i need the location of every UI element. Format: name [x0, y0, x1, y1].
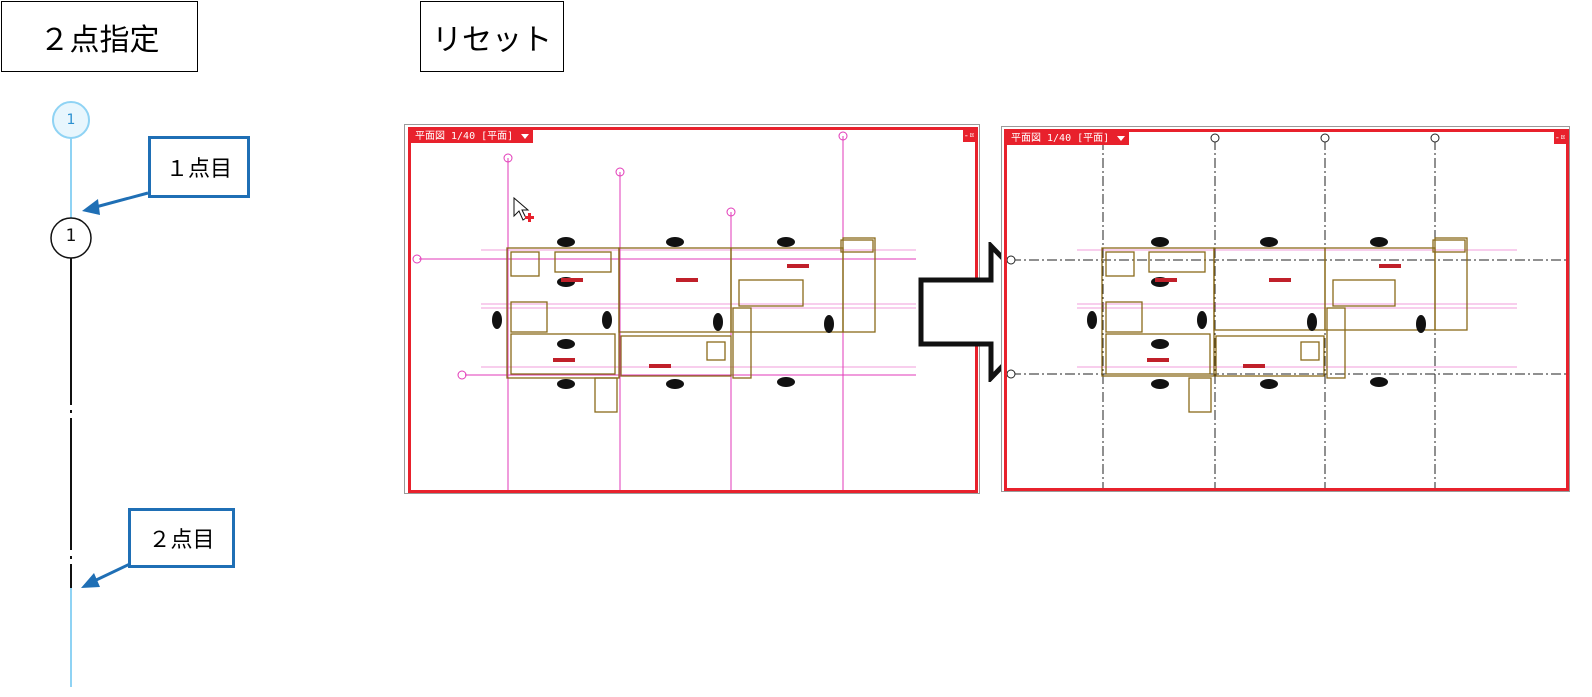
panel-title-before[interactable]: 平面図 1/40 [平面]	[411, 130, 534, 143]
two-point-button[interactable]: ２点指定	[1, 1, 198, 72]
plan-view-window-after[interactable]: 平面図 1/40 [平面] -¤	[1001, 126, 1570, 492]
axis-line-illustration	[50, 101, 149, 687]
plan-view-canvas-before[interactable]: 平面図 1/40 [平面] -¤	[408, 127, 978, 493]
panel-title-after-label: 平面図 1/40 [平面]	[1011, 133, 1110, 144]
panel-title-after[interactable]: 平面図 1/40 [平面]	[1007, 132, 1130, 145]
plan-view-window-before[interactable]: 平面図 1/40 [平面] -¤	[404, 124, 980, 494]
pin-icon[interactable]: -¤	[963, 130, 975, 142]
floor-plan-after	[1007, 133, 1566, 488]
panel-title-before-label: 平面図 1/40 [平面]	[415, 131, 514, 142]
pin-icon[interactable]: -¤	[1554, 132, 1566, 144]
axis-bubble-top-label: 1	[66, 112, 76, 128]
axis-bubble-top	[52, 101, 90, 139]
reset-button-label: リセット	[432, 22, 552, 58]
arrow-first-point	[82, 199, 100, 215]
two-point-button-label: ２点指定	[39, 22, 160, 58]
plan-view-canvas-after[interactable]: 平面図 1/40 [平面] -¤	[1004, 129, 1569, 491]
reset-button[interactable]: リセット	[420, 1, 564, 72]
arrow-cursor-icon	[513, 196, 534, 222]
caret-down-icon[interactable]	[1117, 136, 1126, 141]
first-point-callout-label: １点目	[165, 157, 232, 182]
first-point-callout: １点目	[148, 136, 250, 198]
second-point-callout: ２点目	[128, 508, 235, 568]
axis-bubble-label: 1	[65, 226, 77, 246]
floor-plan-before	[412, 131, 916, 490]
axis-bubble	[50, 217, 92, 259]
second-point-callout-label: ２点目	[148, 528, 215, 553]
arrow-second-point	[81, 573, 100, 588]
caret-down-icon[interactable]	[521, 134, 530, 139]
